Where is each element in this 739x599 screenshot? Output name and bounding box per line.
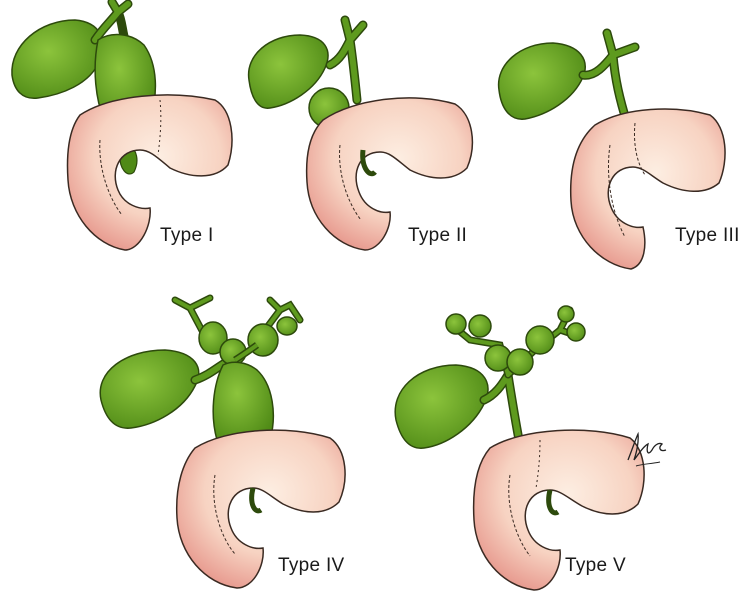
intrahepatic-cysts — [446, 306, 585, 375]
type-label: Type III — [675, 225, 739, 247]
bile-duct — [484, 375, 520, 445]
panel-type-2: Type II — [245, 0, 490, 260]
bile-duct — [583, 33, 635, 123]
type-2-illustration — [245, 0, 490, 260]
artist-signature — [622, 430, 672, 470]
bile-duct — [330, 20, 363, 100]
type-label: Type V — [565, 555, 626, 577]
panel-type-1: Type I — [0, 0, 240, 260]
type-label: Type IV — [278, 555, 345, 577]
type-1-illustration — [0, 0, 240, 260]
gallbladder — [395, 365, 488, 448]
type-4-illustration — [95, 290, 355, 595]
type-label: Type II — [408, 225, 467, 247]
panel-type-3: Type III — [495, 15, 739, 270]
gallbladder — [499, 43, 586, 119]
panel-type-4: Type IV — [95, 290, 355, 595]
gallbladder — [12, 20, 103, 98]
gallbladder — [100, 350, 199, 428]
extrahepatic-cyst — [213, 362, 273, 440]
type-label: Type I — [160, 225, 214, 247]
